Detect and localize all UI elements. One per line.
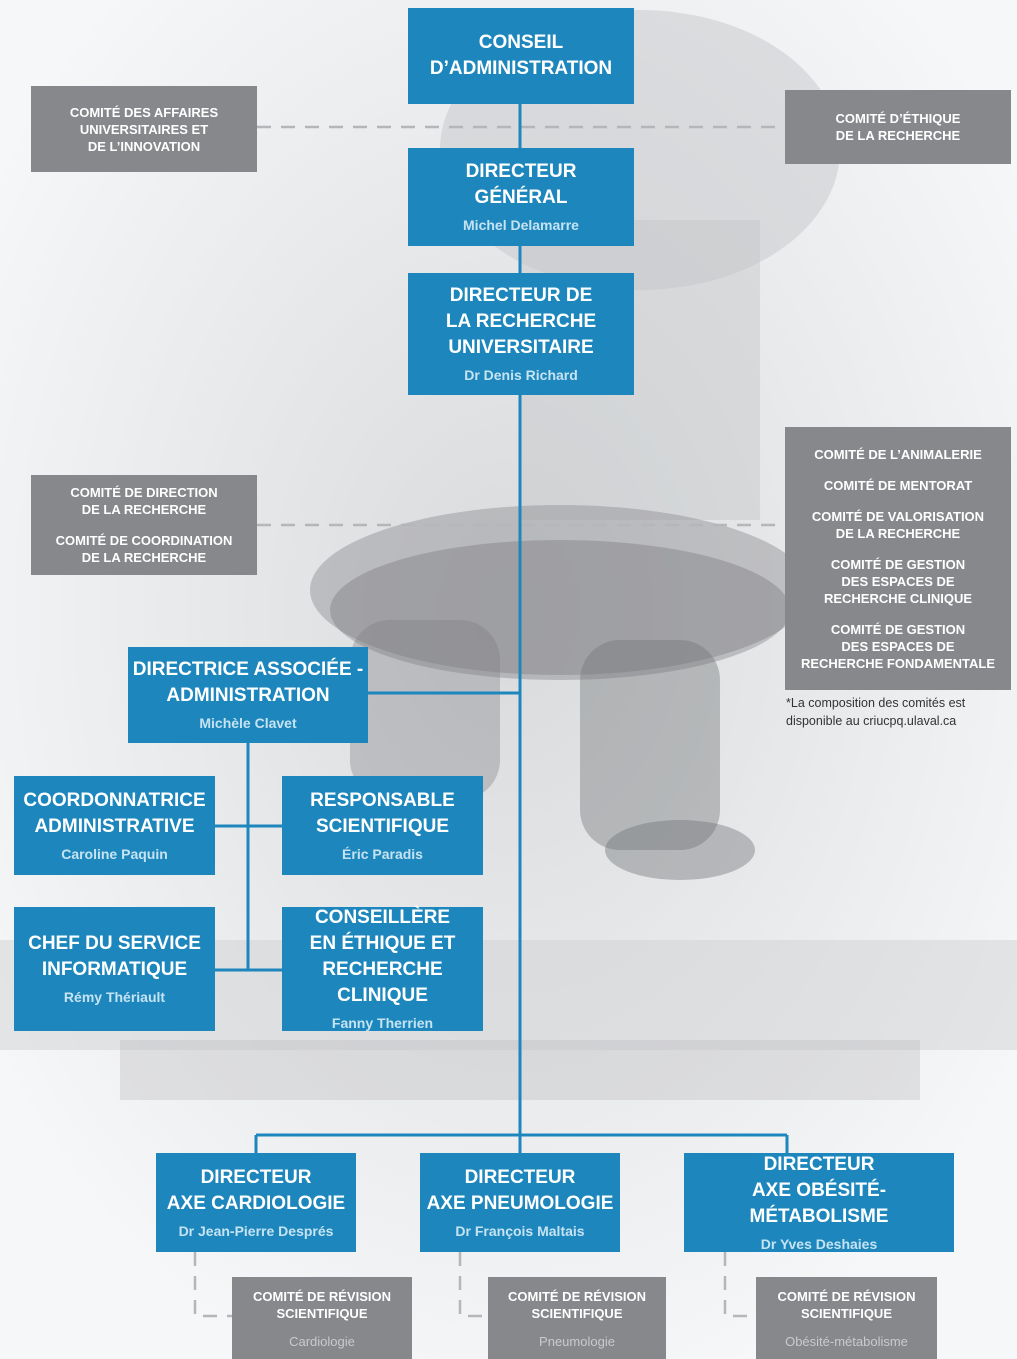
committee-subtitle: Pneumologie [539, 1333, 615, 1349]
person-name: Dr Yves Deshaies [760, 1235, 878, 1252]
person-name: Dr Denis Richard [464, 367, 578, 383]
directeur-general-box: DIRECTEUR GÉNÉRAL Michel Delamarre [408, 148, 634, 246]
conseil-administration-box: CONSEIL D’ADMINISTRATION [408, 8, 634, 104]
committee-title: COMITÉ DE RÉVISION SCIENTIFIQUE [777, 1288, 916, 1321]
box-title: CONSEIL D’ADMINISTRATION [429, 32, 613, 79]
committee-subtitle: Cardiologie [289, 1333, 355, 1349]
box-title: CHEF DU SERVICE INFORMATIQUE [28, 933, 201, 980]
directeur-recherche-box: DIRECTEUR DE LA RECHERCHE UNIVERSITAIRE … [408, 273, 634, 395]
committee-direction: COMITÉ DE DIRECTION DE LA RECHERCHE [70, 485, 218, 517]
committee-animalerie: COMITÉ DE L’ANIMALERIE [814, 446, 982, 462]
person-name: Michel Delamarre [463, 217, 579, 233]
person-name: Dr François Maltais [455, 1222, 585, 1239]
directrice-associee-box: DIRECTRICE ASSOCIÉE - ADMINISTRATION Mic… [128, 647, 368, 743]
coordonnatrice-box: COORDONNATRICE ADMINISTRATIVE Caroline P… [14, 776, 215, 875]
committee-ethique-recherche: COMITÉ D’ÉTHIQUE DE LA RECHERCHE [785, 90, 1011, 164]
person-name: Fanny Therrien [331, 1015, 434, 1031]
committee-espaces-clinique: COMITÉ DE GESTION DES ESPACES DE RECHERC… [823, 556, 973, 606]
box-title: DIRECTEUR AXE OBÉSITÉ-MÉTABOLISME [749, 1153, 889, 1227]
box-title: DIRECTEUR AXE CARDIOLOGIE [166, 1166, 346, 1214]
committee-affaires-universitaires: COMITÉ DES AFFAIRES UNIVERSITAIRES ET DE… [31, 86, 257, 172]
committees-direction-coordination: COMITÉ DE DIRECTION DE LA RECHERCHE COMI… [31, 475, 257, 575]
committees-right-stack: COMITÉ DE L’ANIMALERIE COMITÉ DE MENTORA… [785, 427, 1011, 690]
directeur-axe-pneumologie-box: DIRECTEUR AXE PNEUMOLOGIE Dr François Ma… [420, 1153, 620, 1252]
committee-revision-cardiologie: COMITÉ DE RÉVISION SCIENTIFIQUE Cardiolo… [232, 1277, 412, 1359]
committees-footnote: *La composition des comités est disponib… [786, 696, 966, 728]
directeur-axe-cardiologie-box: DIRECTEUR AXE CARDIOLOGIE Dr Jean-Pierre… [156, 1153, 356, 1252]
responsable-scientifique-box: RESPONSABLE SCIENTIFIQUE Éric Paradis [282, 776, 483, 875]
box-title: CONSEILLÈRE EN ÉTHIQUE ET RECHERCHE CLIN… [309, 907, 456, 1006]
committee-title: COMITÉ DE RÉVISION SCIENTIFIQUE [253, 1288, 391, 1321]
committee-valorisation: COMITÉ DE VALORISATION DE LA RECHERCHE [811, 508, 985, 541]
chef-informatique-box: CHEF DU SERVICE INFORMATIQUE Rémy Théria… [14, 907, 215, 1031]
committee-coordination: COMITÉ DE COORDINATION DE LA RECHERCHE [55, 533, 233, 565]
committee-title: COMITÉ DE RÉVISION SCIENTIFIQUE [508, 1288, 646, 1321]
dashed-connector [458, 1252, 488, 1318]
committee-espaces-fondamentale: COMITÉ DE GESTION DES ESPACES DE RECHERC… [800, 621, 996, 671]
box-title: DIRECTEUR AXE PNEUMOLOGIE [426, 1166, 614, 1214]
box-title: COORDONNATRICE ADMINISTRATIVE [23, 789, 206, 837]
committee-mentorat: COMITÉ DE MENTORAT [823, 477, 973, 493]
person-name: Éric Paradis [342, 845, 423, 862]
dashed-connector [723, 1252, 756, 1318]
committee-title: COMITÉ DES AFFAIRES UNIVERSITAIRES ET DE… [69, 104, 219, 154]
person-name: Dr Jean-Pierre Després [178, 1222, 334, 1239]
box-title: RESPONSABLE SCIENTIFIQUE [310, 789, 455, 837]
dashed-connector [193, 1252, 232, 1318]
person-name: Michèle Clavet [199, 715, 297, 731]
committee-title: COMITÉ D’ÉTHIQUE DE LA RECHERCHE [835, 111, 961, 143]
box-title: DIRECTEUR GÉNÉRAL [465, 161, 577, 208]
box-title: DIRECTEUR DE LA RECHERCHE UNIVERSITAIRE [445, 285, 597, 358]
person-name: Caroline Paquin [61, 845, 168, 862]
conseillere-ethique-box: CONSEILLÈRE EN ÉTHIQUE ET RECHERCHE CLIN… [282, 907, 483, 1031]
box-title: DIRECTRICE ASSOCIÉE - ADMINISTRATION [132, 659, 364, 706]
committee-subtitle: Obésité-métabolisme [785, 1333, 908, 1349]
committee-revision-pneumologie: COMITÉ DE RÉVISION SCIENTIFIQUE Pneumolo… [488, 1277, 666, 1359]
committee-revision-obesite: COMITÉ DE RÉVISION SCIENTIFIQUE Obésité-… [756, 1277, 937, 1359]
directeur-axe-obesite-box: DIRECTEUR AXE OBÉSITÉ-MÉTABOLISME Dr Yve… [684, 1153, 954, 1252]
person-name: Rémy Thériault [63, 989, 166, 1005]
